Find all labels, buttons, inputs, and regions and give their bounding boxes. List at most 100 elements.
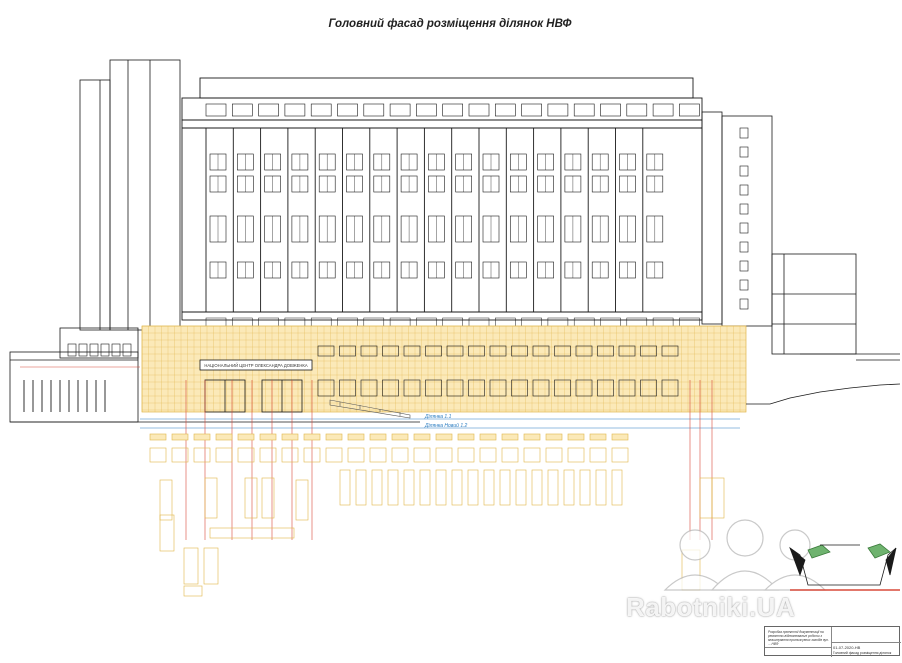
panel <box>467 469 479 506</box>
panel <box>391 433 409 441</box>
annex-window <box>100 343 110 357</box>
attic-window <box>363 103 385 117</box>
attic-window <box>468 103 490 117</box>
attic-window <box>626 103 648 117</box>
attic-window <box>205 103 227 117</box>
ground-window-lower <box>339 379 356 397</box>
panel <box>159 479 173 521</box>
tower-window <box>739 146 749 158</box>
ground-window-upper <box>317 345 335 357</box>
panel <box>244 477 258 519</box>
ground-window-lower <box>489 379 507 397</box>
ground-window-upper <box>425 345 442 357</box>
main-windows <box>205 103 700 329</box>
panel <box>499 469 511 506</box>
tower-window <box>739 165 749 177</box>
panel <box>419 469 431 506</box>
panel <box>515 469 527 506</box>
ground-window-upper <box>554 345 571 357</box>
left-annex <box>9 327 139 423</box>
annex-window <box>67 343 77 357</box>
tower-window <box>739 260 749 272</box>
panel <box>611 447 629 463</box>
panel <box>479 433 497 441</box>
ground-window-upper <box>339 345 356 357</box>
attic-window <box>310 103 332 117</box>
ground-window-lower <box>597 379 614 397</box>
ground-window-upper <box>661 345 679 357</box>
panel <box>435 469 447 506</box>
ground-window-lower <box>403 379 421 397</box>
panel <box>611 469 623 506</box>
ground-window-lower <box>575 379 593 397</box>
ground-window-lower <box>446 379 464 397</box>
tower-window <box>739 241 749 253</box>
panel <box>325 433 343 441</box>
attic-window <box>258 103 279 117</box>
attic-window <box>547 103 569 117</box>
panel <box>589 447 607 463</box>
panel <box>237 447 255 463</box>
panel <box>451 469 463 506</box>
panel <box>209 527 295 539</box>
title-block-description: Розробка проектної документації на ремон… <box>768 630 829 646</box>
panel <box>259 447 277 463</box>
panel <box>391 447 409 463</box>
panel <box>413 447 431 463</box>
title-block-sheet-name: Головний фасад розміщення ділянок <box>833 651 892 655</box>
panel <box>545 447 563 463</box>
ground-window-lower <box>425 379 442 397</box>
left-tower <box>79 59 181 331</box>
panel <box>281 447 299 463</box>
panel <box>261 477 275 519</box>
ground-window-upper <box>511 345 528 357</box>
panel <box>563 469 575 506</box>
panel <box>435 447 453 463</box>
panel <box>171 447 189 463</box>
ramp <box>329 399 411 419</box>
attic-window <box>573 103 595 117</box>
panel <box>501 447 519 463</box>
tower-window <box>739 127 749 139</box>
attic-window <box>284 103 306 117</box>
panel <box>479 447 497 463</box>
panel <box>339 469 351 506</box>
title-block-divider <box>765 647 831 648</box>
ground-window-upper <box>468 345 485 357</box>
tower-window <box>739 222 749 234</box>
right-tower-windows <box>739 127 749 310</box>
panel <box>371 469 383 506</box>
watermark-text: Rabotniki.UA <box>626 592 796 622</box>
panel <box>589 433 607 441</box>
ground-window-upper <box>640 345 657 357</box>
panel <box>303 433 321 441</box>
panel <box>203 547 219 585</box>
panel <box>183 547 199 585</box>
panel <box>281 433 299 441</box>
attic-window <box>389 103 411 117</box>
tower-window <box>739 184 749 196</box>
panel <box>193 447 211 463</box>
ground-window-upper <box>575 345 593 357</box>
workers-logo <box>663 519 827 591</box>
panel <box>295 479 309 521</box>
main-block <box>181 77 703 321</box>
ground-window-lower <box>511 379 528 397</box>
panel <box>457 433 475 441</box>
panel <box>435 433 453 441</box>
attic-window <box>337 103 358 117</box>
panel <box>149 433 167 441</box>
ground-window-upper <box>360 345 378 357</box>
panel <box>501 433 519 441</box>
inset-section <box>789 543 900 591</box>
panel <box>215 433 233 441</box>
panel <box>171 433 189 441</box>
ground-window-upper <box>597 345 614 357</box>
title-block: Розробка проектної документації на ремон… <box>764 626 901 657</box>
panel <box>204 477 218 519</box>
panel <box>523 447 541 463</box>
panel <box>413 433 431 441</box>
annex-window <box>78 343 88 357</box>
ground-line <box>10 383 901 423</box>
